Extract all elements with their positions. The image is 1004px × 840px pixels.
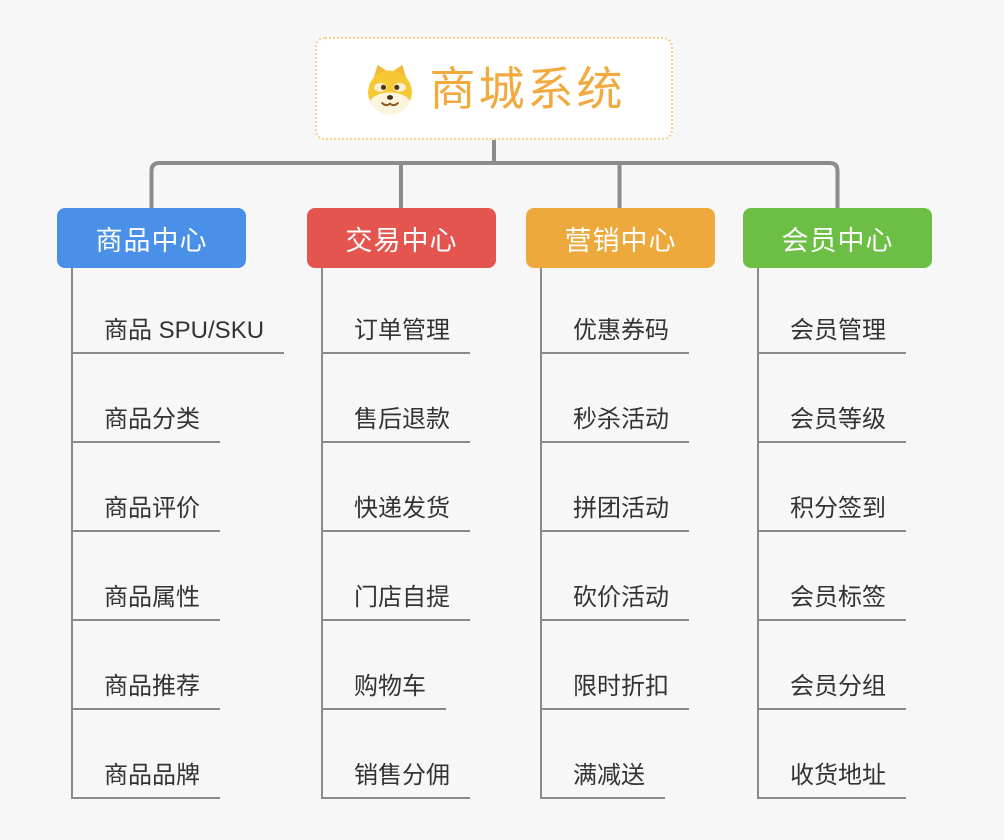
- leaf-row: 售后退款: [321, 354, 470, 443]
- leaf-row: 商品分类: [71, 354, 284, 443]
- leaf-node[interactable]: 优惠券码: [540, 317, 689, 354]
- leaf-row: 会员管理: [757, 265, 906, 354]
- leaf-row: 购物车: [321, 621, 470, 710]
- leaf-row: 商品属性: [71, 532, 284, 621]
- leaf-row: 积分签到: [757, 443, 906, 532]
- branch-member-center: 会员中心 会员管理 会员等级 积分签到 会员标签 会员分组 收货地址: [743, 208, 1004, 799]
- leaf-node[interactable]: 售后退款: [321, 406, 470, 443]
- leaf-row: 拼团活动: [540, 443, 689, 532]
- branch-header-trade[interactable]: 交易中心: [307, 208, 496, 268]
- leaf-node[interactable]: 商品 SPU/SKU: [71, 317, 285, 354]
- leaf-row: 收货地址: [757, 710, 906, 799]
- branch-product-center: 商品中心 商品 SPU/SKU 商品分类 商品评价 商品属性 商品推荐 商品品牌: [57, 208, 327, 799]
- leaf-node[interactable]: 销售分佣: [321, 762, 470, 799]
- leaf-row: 会员等级: [757, 354, 906, 443]
- leaf-node[interactable]: 商品分类: [71, 406, 220, 443]
- branch-trunk-line: [757, 268, 759, 799]
- leaf-node[interactable]: 收货地址: [757, 762, 906, 799]
- leaf-row: 订单管理: [321, 265, 470, 354]
- leaf-row: 优惠券码: [540, 265, 689, 354]
- leaf-node[interactable]: 购物车: [321, 673, 446, 710]
- leaf-node[interactable]: 限时折扣: [540, 673, 689, 710]
- branch-header-product[interactable]: 商品中心: [57, 208, 246, 268]
- root-node[interactable]: 商城系统: [315, 37, 673, 140]
- branch-leaves: 订单管理 售后退款 快递发货 门店自提 购物车 销售分佣: [321, 265, 470, 799]
- leaf-node[interactable]: 满减送: [540, 762, 665, 799]
- leaf-row: 秒杀活动: [540, 354, 689, 443]
- leaf-node[interactable]: 会员分组: [757, 673, 906, 710]
- leaf-row: 快递发货: [321, 443, 470, 532]
- leaf-node[interactable]: 会员等级: [757, 406, 906, 443]
- leaf-row: 商品 SPU/SKU: [71, 265, 285, 354]
- branch-leaves: 商品 SPU/SKU 商品分类 商品评价 商品属性 商品推荐 商品品牌: [71, 265, 285, 799]
- leaf-node[interactable]: 会员管理: [757, 317, 906, 354]
- leaf-node[interactable]: 商品品牌: [71, 762, 220, 799]
- leaf-row: 销售分佣: [321, 710, 470, 799]
- branch-marketing-center: 营销中心 优惠券码 秒杀活动 拼团活动 砍价活动 限时折扣 满减送: [526, 208, 796, 799]
- branch-leaves: 会员管理 会员等级 积分签到 会员标签 会员分组 收货地址: [757, 265, 906, 799]
- leaf-node[interactable]: 拼团活动: [540, 495, 689, 532]
- branch-leaves: 优惠券码 秒杀活动 拼团活动 砍价活动 限时折扣 满减送: [540, 265, 689, 799]
- leaf-row: 砍价活动: [540, 532, 689, 621]
- branch-trunk-line: [540, 268, 542, 799]
- leaf-node[interactable]: 商品属性: [71, 584, 220, 621]
- leaf-row: 商品品牌: [71, 710, 284, 799]
- doge-icon: [367, 64, 412, 114]
- leaf-node[interactable]: 砍价活动: [540, 584, 689, 621]
- leaf-node[interactable]: 秒杀活动: [540, 406, 689, 443]
- leaf-node[interactable]: 积分签到: [757, 495, 906, 532]
- branch-trunk-line: [71, 268, 73, 799]
- leaf-row: 门店自提: [321, 532, 470, 621]
- leaf-row: 商品评价: [71, 443, 284, 532]
- leaf-row: 限时折扣: [540, 621, 689, 710]
- root-title: 商城系统: [429, 62, 626, 115]
- leaf-row: 会员标签: [757, 532, 906, 621]
- branch-header-marketing[interactable]: 营销中心: [526, 208, 715, 268]
- branch-trade-center: 交易中心 订单管理 售后退款 快递发货 门店自提 购物车 销售分佣: [307, 208, 577, 799]
- leaf-node[interactable]: 快递发货: [321, 495, 470, 532]
- leaf-node[interactable]: 会员标签: [757, 584, 906, 621]
- leaf-node[interactable]: 订单管理: [321, 317, 470, 354]
- branch-header-member[interactable]: 会员中心: [743, 208, 932, 268]
- leaf-node[interactable]: 商品推荐: [71, 673, 220, 710]
- leaf-row: 满减送: [540, 710, 689, 799]
- branch-trunk-line: [321, 268, 323, 799]
- leaf-node[interactable]: 商品评价: [71, 495, 220, 532]
- leaf-row: 会员分组: [757, 621, 906, 710]
- leaf-row: 商品推荐: [71, 621, 284, 710]
- leaf-node[interactable]: 门店自提: [321, 584, 470, 621]
